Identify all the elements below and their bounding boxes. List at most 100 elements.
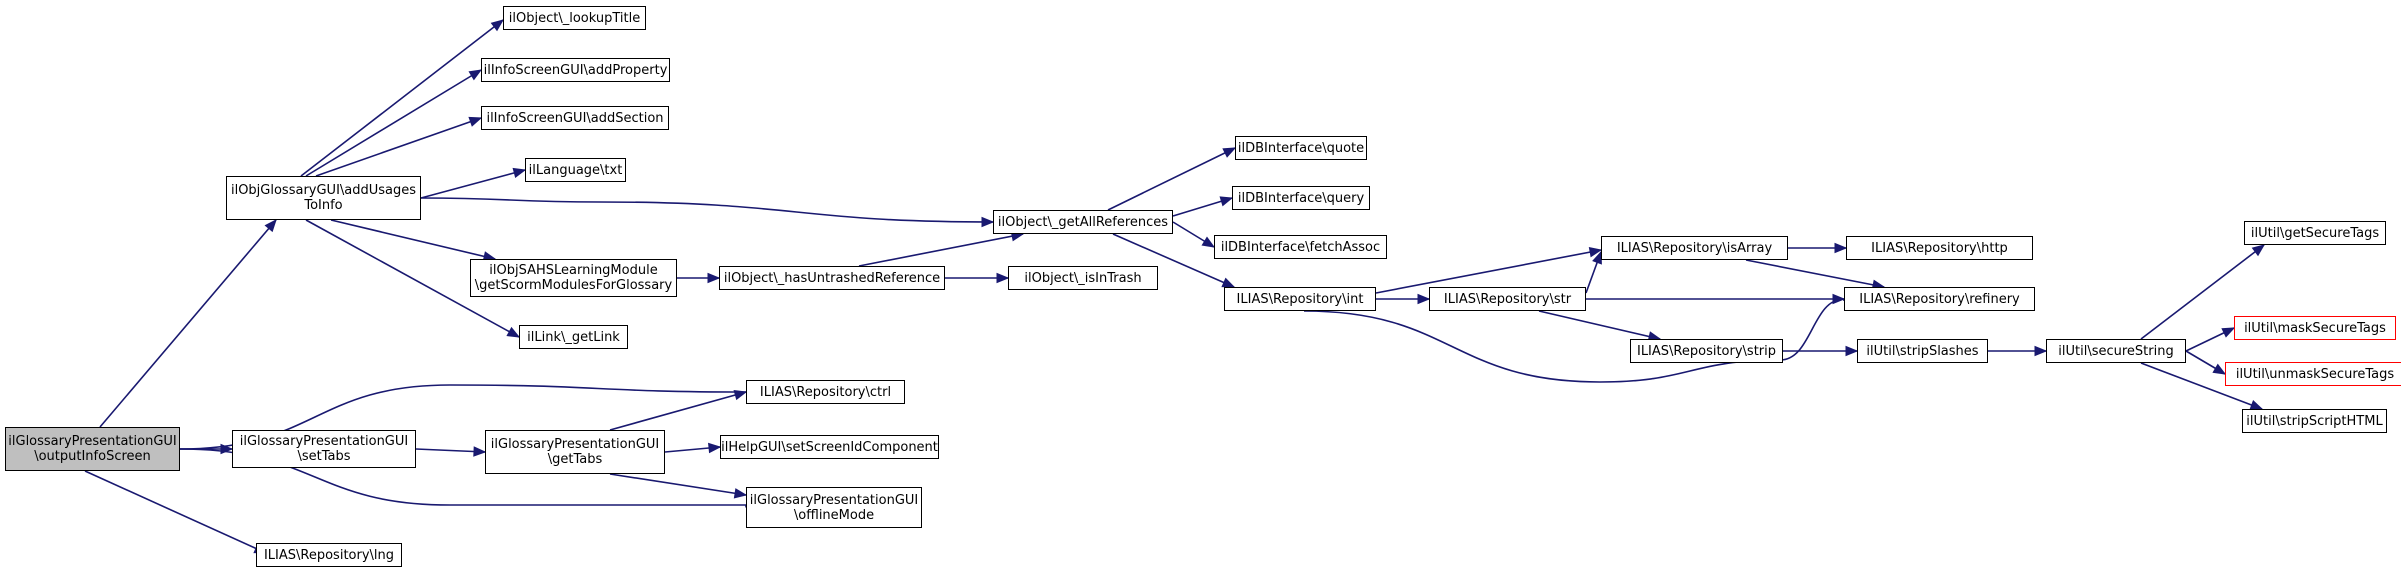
graph-node-n31[interactable]: ilHelpGUI\setScreenIdComponent bbox=[720, 435, 939, 459]
edge-n0-to-n1 bbox=[99, 219, 277, 428]
graph-node-label: ilUtil\stripSlashes bbox=[1866, 343, 1979, 359]
edge-n1-to-n12 bbox=[420, 197, 994, 223]
graph-node-label: ilUtil\unmaskSecureTags bbox=[2235, 366, 2395, 382]
edge-arrowhead bbox=[996, 272, 1010, 284]
graph-node-n2[interactable]: ilGlossaryPresentationGUI \setTabs bbox=[232, 430, 416, 468]
edge-arrowhead bbox=[1588, 246, 1603, 258]
edge-arrowhead bbox=[2251, 244, 2266, 257]
graph-node-label: ILIAS\Repository\str bbox=[1443, 291, 1572, 307]
graph-node-n29[interactable]: ilUtil\stripScriptHTML bbox=[2242, 409, 2387, 433]
edge-arrowhead bbox=[512, 167, 527, 179]
edge-n12-to-n18 bbox=[1112, 233, 1235, 288]
graph-node-label: ilUtil\stripScriptHTML bbox=[2246, 413, 2383, 429]
graph-node-n27[interactable]: ilUtil\maskSecureTags bbox=[2234, 316, 2396, 340]
graph-node-label: ilUtil\maskSecureTags bbox=[2244, 320, 2386, 336]
graph-node-label: ILIAS\Repository\strip bbox=[1636, 343, 1777, 359]
graph-node-n12[interactable]: ilObject\_getAllReferences bbox=[993, 210, 1173, 234]
graph-node-label: ilObjGlossaryGUI\addUsages ToInfo bbox=[230, 183, 417, 213]
edge-n1-to-n11 bbox=[305, 219, 520, 338]
graph-node-label: ILIAS\Repository\refinery bbox=[1859, 291, 2020, 307]
edge-arrowhead bbox=[1221, 277, 1236, 288]
graph-node-n0: ilGlossaryPresentationGUI \outputInfoScr… bbox=[5, 427, 180, 471]
graph-node-n7[interactable]: ilInfoScreenGUI\addProperty bbox=[481, 58, 670, 82]
graph-node-label: ilObject\_getAllReferences bbox=[997, 214, 1169, 230]
edge-n20-to-n23 bbox=[1538, 310, 1661, 340]
edge-arrowhead bbox=[733, 488, 748, 499]
graph-node-n13[interactable]: ilObject\_hasUntrashedReference bbox=[719, 266, 945, 290]
graph-node-n24[interactable]: ilUtil\stripSlashes bbox=[1857, 339, 1988, 363]
edge-arrowhead bbox=[468, 116, 483, 127]
edge-n30-to-n4 bbox=[609, 473, 747, 496]
edge-n0-to-n5 bbox=[84, 470, 267, 554]
graph-node-label: ilDBInterface\quote bbox=[1237, 140, 1365, 156]
graph-node-label: ilInfoScreenGUI\addSection bbox=[486, 110, 664, 126]
edge-arrowhead bbox=[1219, 196, 1234, 207]
edge-arrowhead bbox=[733, 390, 748, 401]
edge-arrowhead bbox=[264, 218, 277, 233]
edge-n12-to-n15 bbox=[1107, 147, 1236, 211]
graph-node-label: ILIAS\Repository\lng bbox=[263, 547, 395, 563]
graph-node-label: ilDBInterface\fetchAssoc bbox=[1220, 239, 1381, 255]
graph-node-label: ilGlossaryPresentationGUI \offlineMode bbox=[749, 492, 919, 523]
graph-node-n3[interactable]: ILIAS\Repository\ctrl bbox=[746, 380, 905, 404]
edge-n19-to-n21 bbox=[1745, 259, 1885, 288]
edge-arrowhead bbox=[1834, 242, 1848, 254]
graph-node-n5[interactable]: ILIAS\Repository\lng bbox=[256, 543, 402, 567]
graph-node-label: ilGlossaryPresentationGUI \setTabs bbox=[239, 434, 409, 464]
graph-node-label: ILIAS\Repository\ctrl bbox=[759, 384, 892, 400]
edge-n1-to-n10 bbox=[330, 219, 496, 260]
graph-node-label: ilDBInterface\query bbox=[1237, 190, 1365, 206]
graph-node-label: ilUtil\getSecureTags bbox=[2250, 225, 2380, 241]
edge-arrowhead bbox=[1222, 147, 1237, 158]
graph-node-n6[interactable]: ilObject\_lookupTitle bbox=[503, 6, 646, 30]
graph-node-n23[interactable]: ILIAS\Repository\strip bbox=[1630, 339, 1783, 363]
graph-node-label: ilLanguage\txt bbox=[528, 162, 623, 178]
graph-node-n10[interactable]: ilObjSAHSLearningModule \getScormModules… bbox=[470, 259, 677, 297]
graph-node-n4[interactable]: ilGlossaryPresentationGUI \offlineMode bbox=[746, 487, 922, 528]
edge-arrowhead bbox=[506, 326, 521, 338]
graph-node-n1[interactable]: ilObjGlossaryGUI\addUsages ToInfo bbox=[226, 176, 421, 220]
edge-arrowhead bbox=[1832, 293, 1846, 305]
graph-node-n15[interactable]: ilDBInterface\quote bbox=[1235, 136, 1367, 160]
graph-node-n19[interactable]: ILIAS\Repository\isArray bbox=[1601, 236, 1788, 260]
graph-node-n26[interactable]: ilUtil\getSecureTags bbox=[2244, 221, 2386, 245]
graph-node-n11[interactable]: ilLink\_getLink bbox=[519, 325, 628, 349]
graph-node-n30[interactable]: ilGlossaryPresentationGUI \getTabs bbox=[485, 430, 665, 474]
graph-node-n17[interactable]: ilDBInterface\fetchAssoc bbox=[1214, 235, 1387, 259]
edge-n25-to-n26 bbox=[2140, 244, 2265, 340]
graph-node-n16[interactable]: ilDBInterface\query bbox=[1232, 186, 1370, 210]
graph-node-label: ilInfoScreenGUI\addProperty bbox=[483, 62, 668, 78]
graph-node-n22[interactable]: ILIAS\Repository\http bbox=[1846, 236, 2033, 260]
edge-n1-to-n6 bbox=[300, 19, 504, 177]
edge-arrowhead bbox=[2221, 327, 2236, 338]
edge-arrowhead bbox=[1417, 293, 1431, 305]
graph-node-label: ILIAS\Repository\http bbox=[1871, 240, 2008, 256]
graph-node-n14[interactable]: ilObject\_isInTrash bbox=[1008, 266, 1158, 290]
graph-node-label: ilGlossaryPresentationGUI \getTabs bbox=[490, 437, 660, 467]
graph-node-n21[interactable]: ILIAS\Repository\refinery bbox=[1844, 287, 2035, 311]
edge-arrowhead bbox=[1845, 345, 1859, 357]
graph-node-label: ilObject\_hasUntrashedReference bbox=[723, 270, 941, 286]
edge-arrowhead bbox=[707, 272, 721, 284]
edge-arrowhead bbox=[490, 19, 505, 32]
graph-node-n20[interactable]: ILIAS\Repository\str bbox=[1429, 287, 1586, 311]
edge-arrowhead bbox=[468, 69, 483, 81]
graph-node-n25[interactable]: ilUtil\secureString bbox=[2046, 339, 2186, 363]
graph-node-n28[interactable]: ilUtil\unmaskSecureTags bbox=[2225, 362, 2401, 386]
graph-node-n8[interactable]: ilInfoScreenGUI\addSection bbox=[481, 106, 669, 130]
edge-arrowhead bbox=[2034, 345, 2048, 357]
edge-arrowhead bbox=[708, 442, 722, 454]
edge-n1-to-n8 bbox=[315, 117, 482, 177]
edge-n18-to-n19 bbox=[1375, 249, 1602, 294]
edge-n25-to-n29 bbox=[2140, 362, 2263, 410]
graph-node-label: ilObject\_lookupTitle bbox=[508, 10, 641, 26]
graph-node-n18[interactable]: ILIAS\Repository\int bbox=[1224, 287, 1376, 311]
graph-node-label: ilObjSAHSLearningModule \getScormModules… bbox=[474, 263, 673, 293]
edge-arrowhead bbox=[981, 216, 995, 228]
graph-node-label: ilLink\_getLink bbox=[527, 329, 620, 345]
edge-arrowhead bbox=[2212, 363, 2227, 375]
graph-node-n9[interactable]: ilLanguage\txt bbox=[525, 158, 626, 182]
graph-node-label: ILIAS\Repository\int bbox=[1236, 291, 1364, 307]
